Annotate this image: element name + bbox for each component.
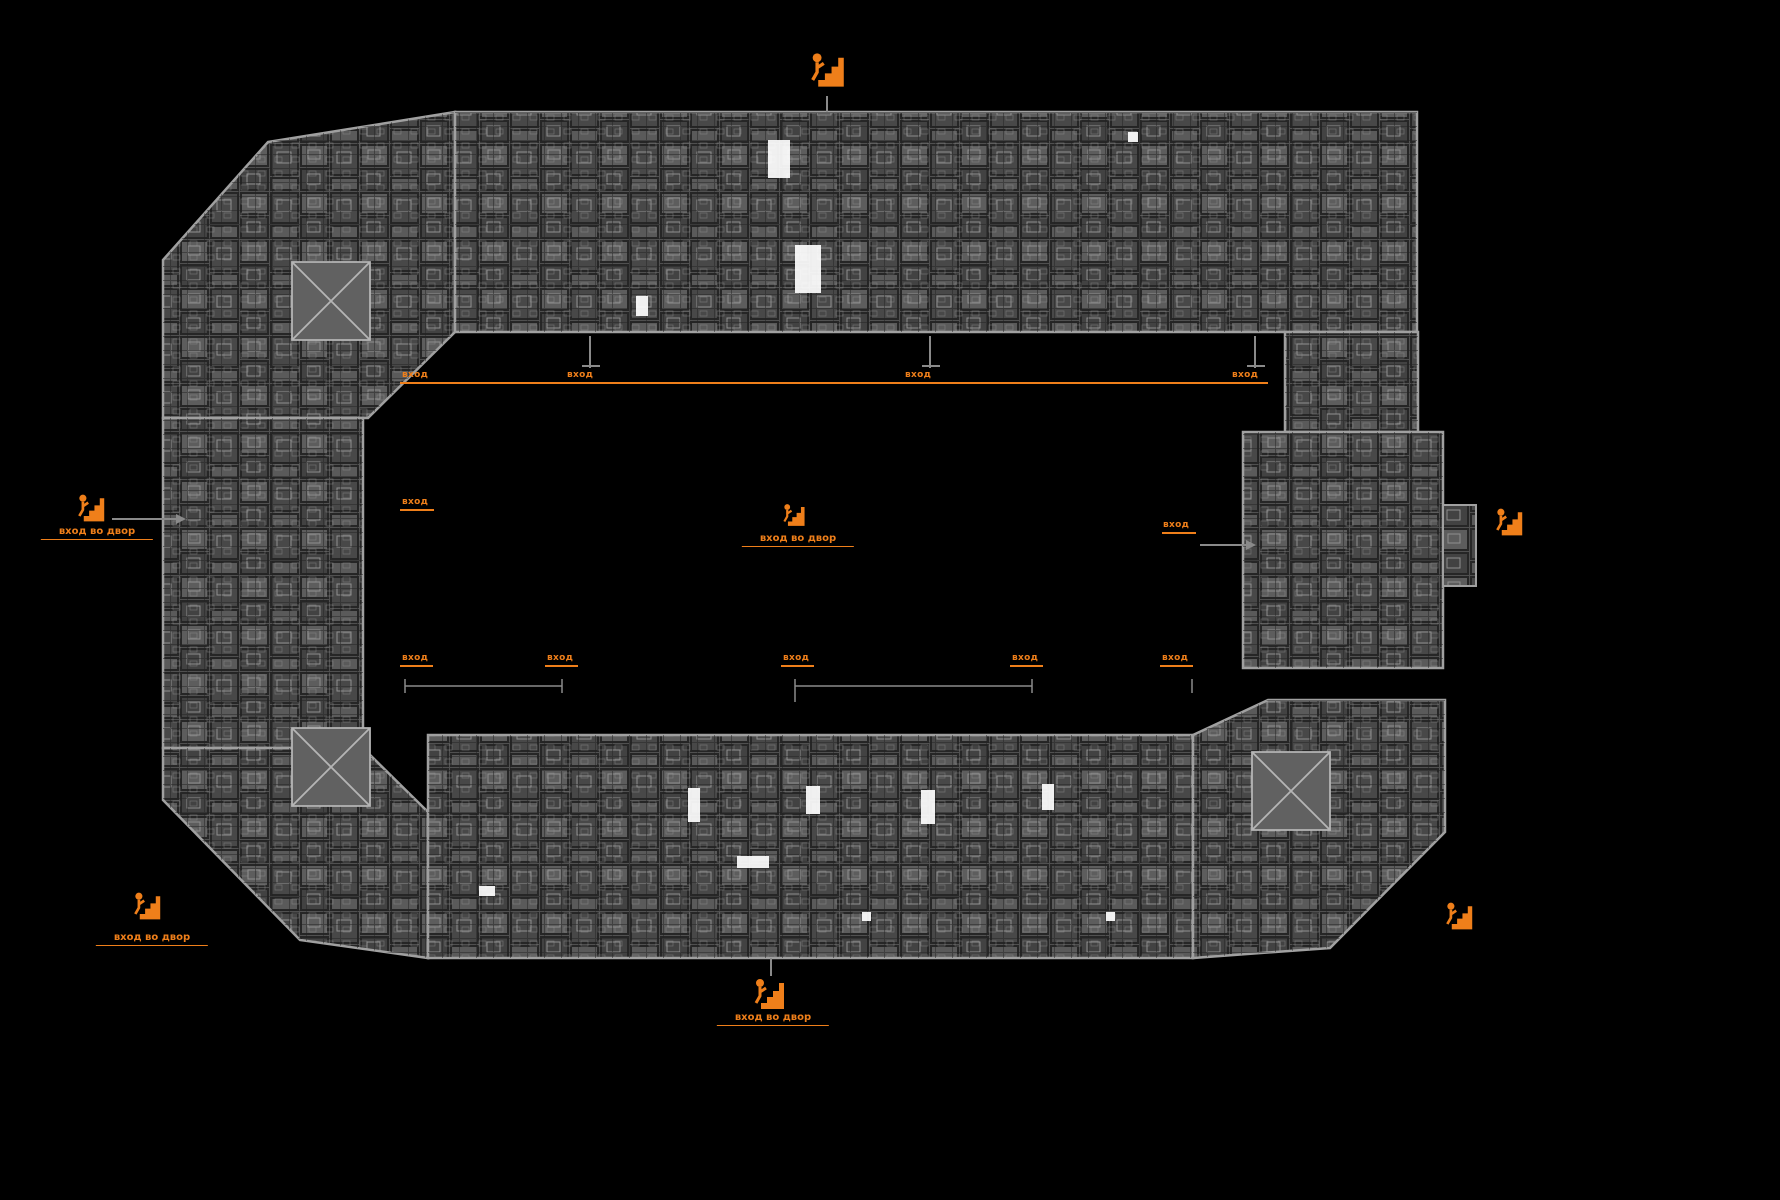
entrance-label[interactable]: вход [1163, 520, 1190, 530]
entrance-icon[interactable] [1493, 507, 1524, 537]
gate-entrance-label[interactable]: вход во двор [40, 526, 154, 540]
wing-right-texture [1243, 432, 1443, 668]
entrance-icon[interactable] [131, 891, 162, 921]
stair-cores [291, 261, 1331, 831]
wing-left-texture [163, 418, 363, 748]
gate-entrance-label[interactable]: вход во двор [95, 932, 209, 946]
dimension-lines [112, 96, 1265, 976]
entrance-icon[interactable] [781, 503, 806, 527]
dimension-ticks-top [582, 336, 1265, 368]
entrance-icon[interactable] [807, 51, 846, 89]
entrance-icon[interactable] [751, 977, 786, 1011]
entrance-label[interactable]: вход [1232, 370, 1259, 380]
gate-entrance-label[interactable]: вход во двор [716, 1012, 830, 1026]
highlight-room [1106, 912, 1115, 921]
stair-core-icon [291, 727, 371, 807]
entrance-label[interactable]: вход [402, 370, 429, 380]
arrowhead-icon [176, 514, 186, 524]
entrance-label[interactable]: вход [402, 497, 429, 507]
gate-entrance-label[interactable]: вход во двор [741, 533, 855, 547]
building-blocks [161, 110, 1477, 960]
wing-right-protrusion [1442, 504, 1477, 587]
highlight-room [1042, 784, 1054, 810]
highlight-room [737, 856, 769, 868]
highlight-room [768, 140, 790, 178]
pointer-arrowheads [176, 514, 1256, 550]
wing-top-texture [455, 112, 1417, 332]
entrance-label[interactable]: вход [783, 653, 810, 663]
entrance-icon[interactable] [1443, 901, 1474, 931]
entrance-label[interactable]: вход [402, 653, 429, 663]
highlight-room [921, 790, 935, 824]
wing-stub-top-right-texture [1285, 332, 1418, 432]
highlight-room [795, 245, 821, 293]
wing-bottom-texture [428, 735, 1193, 958]
highlight-room [862, 912, 871, 921]
entrance-label[interactable]: вход [905, 370, 932, 380]
highlight-room [479, 886, 495, 896]
entrance-label[interactable]: вход [547, 653, 574, 663]
highlight-room [636, 296, 648, 316]
dimension-line-bottom [404, 679, 1193, 702]
highlighted-rooms [479, 132, 1138, 921]
highlight-room [806, 786, 820, 814]
entrance-label[interactable]: вход [1012, 653, 1039, 663]
stair-core-icon [1251, 751, 1331, 831]
entrance-label[interactable]: вход [1162, 653, 1189, 663]
highlight-room [1128, 132, 1138, 142]
highlight-room [688, 788, 700, 822]
entrance-guide-lines [400, 382, 1268, 667]
entrance-icon[interactable] [75, 493, 106, 523]
entrance-label[interactable]: вход [567, 370, 594, 380]
stair-core-icon [291, 261, 371, 341]
arrowhead-icon [1246, 540, 1256, 550]
